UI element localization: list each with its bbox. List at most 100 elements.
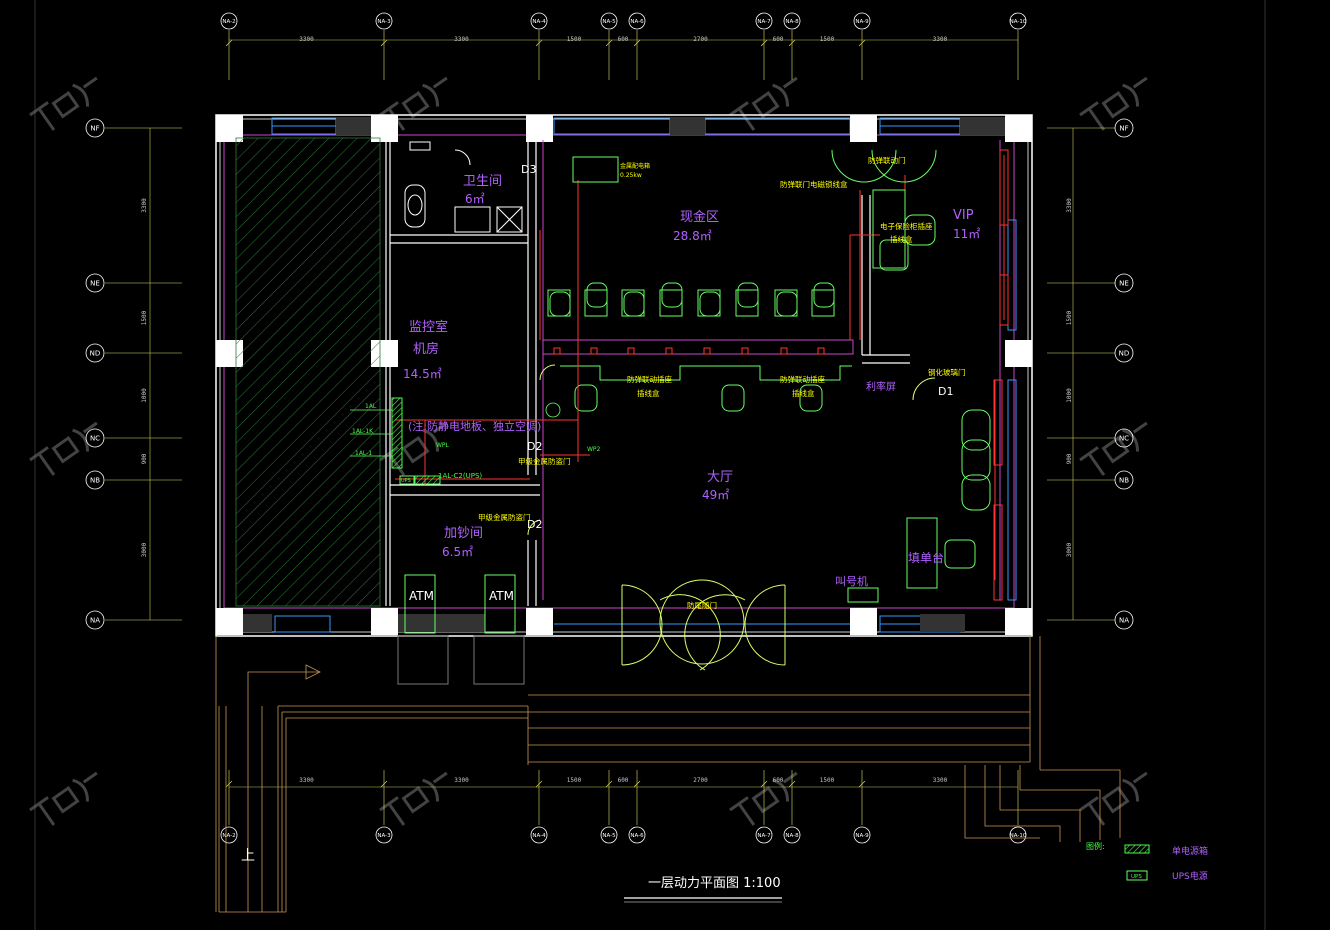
- axis-bottom-bubble-1: [375, 826, 393, 844]
- toilet-fixtures: [404, 141, 523, 233]
- outlet-2: [627, 347, 635, 355]
- dim-top-7: 3300: [933, 36, 948, 43]
- axis-top-bubble-8: [1009, 12, 1027, 30]
- dim-bottom-3: 600: [618, 777, 629, 784]
- axis-bottom-label-0: NA-2: [222, 833, 235, 839]
- axis-right-label-0: NF: [1119, 125, 1128, 133]
- columns: [216, 115, 1032, 635]
- axis-right-label-2: ND: [1119, 350, 1130, 358]
- axis-bottom-label-4: NA-6: [630, 833, 644, 839]
- grid-lines: [105, 30, 1115, 825]
- axis-bottom-label-5: NA-7: [757, 833, 771, 839]
- axis-bottom-label-8: NA-10: [1010, 833, 1027, 839]
- outlet-6: [780, 347, 788, 355]
- axis-top-label-2: NA-4: [532, 19, 546, 25]
- column-9: [371, 608, 398, 635]
- outlet-5: [741, 347, 749, 355]
- axis-right-bubble-2: [1114, 343, 1134, 363]
- axis-left-label-1: NE: [90, 280, 100, 288]
- axis-bottom-label-7: NA-9: [855, 833, 869, 839]
- teller-port2-label: 插线盒: [890, 234, 913, 244]
- dim-bottom-7: 3300: [933, 777, 948, 784]
- door-d1-label: D1: [938, 385, 953, 398]
- room-monitor-name: 监控室: [409, 319, 448, 335]
- room-cash-add-area: 6.5㎡: [442, 545, 473, 559]
- dim-bottom-0: 3300: [299, 777, 314, 784]
- security-door-label: 防尾随门: [687, 600, 717, 610]
- axis-top-bubble-7: [853, 12, 871, 30]
- axis-top-label-6: NA-8: [785, 19, 799, 25]
- window-hatch: [242, 117, 1005, 632]
- axis-left-label-5: NA: [90, 617, 100, 625]
- axis-top-bubble-6: [783, 12, 801, 30]
- axis-right-label-3: NC: [1119, 435, 1129, 443]
- fill-desk-label: 填单台: [908, 550, 944, 565]
- dim-right-2: 1000: [1066, 388, 1073, 403]
- atm1-label: ATM: [409, 589, 434, 603]
- circuit-wp2-label: WP2: [587, 446, 601, 453]
- axis-bottom-bubble-0: [220, 826, 238, 844]
- panel-box-label: 金属配电箱: [620, 162, 650, 170]
- axis-right-bubble-1: [1114, 273, 1134, 293]
- axis-left-label-2: ND: [90, 350, 101, 358]
- axis-bottom-label-1: NA-3: [377, 833, 391, 839]
- dim-bottom-tick-6: [788, 780, 796, 788]
- dim-left-0: 3300: [141, 198, 148, 213]
- teller-chair-1: [586, 282, 608, 308]
- legend-item-1-text: 单电源箱: [1172, 845, 1208, 857]
- column-3: [850, 115, 877, 142]
- vip-furniture: [831, 149, 991, 603]
- axis-right-bubble-4: [1114, 470, 1134, 490]
- outlet-4: [703, 347, 711, 355]
- exterior-walls: [215, 114, 1033, 637]
- circuit-3-label: 1AL-1: [355, 450, 372, 457]
- dim-top-6: 1500: [820, 36, 835, 43]
- axis-top-label-8: NA-10: [1010, 19, 1027, 25]
- axis-bottom-bubble-8: [1009, 826, 1027, 844]
- dim-right-3: 900: [1066, 453, 1073, 464]
- axis-top-bubble-0: [220, 12, 238, 30]
- room-cash-add-name: 加钞间: [444, 526, 483, 541]
- panel-box2-label: 0.25kw: [620, 172, 642, 179]
- room-vip-area: 11㎡: [953, 227, 980, 241]
- axis-left-bubble-1: [85, 273, 105, 293]
- room-toilet-area: 6㎡: [465, 192, 485, 206]
- circuit-leaders: [350, 409, 392, 457]
- axis-left-label-4: NB: [90, 477, 100, 485]
- electrical-boxes: [391, 149, 1009, 601]
- dim-right-0: 3300: [1066, 198, 1073, 213]
- hatched-zone: [235, 137, 381, 607]
- counter-window-0: [547, 289, 571, 317]
- axis-left-bubble-2: [85, 343, 105, 363]
- axis-top-bubble-5: [755, 12, 773, 30]
- floor-outlet-icon: [545, 402, 561, 418]
- axis-bottom-bubble-6: [783, 826, 801, 844]
- teller-chair-5: [737, 282, 759, 308]
- dim-bottom-tick-5: [760, 780, 768, 788]
- room-cash-name: 现金区: [680, 209, 719, 225]
- power-lines: [395, 155, 1005, 580]
- axis-top-bubble-1: [375, 12, 393, 30]
- dim-top-5: 600: [773, 36, 784, 43]
- dimension-lines: [149, 39, 1074, 788]
- dim-right-1: 1500: [1066, 310, 1073, 325]
- teller-chair-6: [776, 291, 798, 317]
- dim-top-tick-6: [788, 39, 796, 47]
- column-1: [371, 115, 398, 142]
- counter-port1-label: 防弹联动插座: [627, 374, 672, 384]
- axis-top-label-1: NA-3: [377, 19, 391, 25]
- axis-right-bubble-5: [1114, 610, 1134, 630]
- interlock-sensor-label: 防弹联门电磁锁线盒: [780, 179, 848, 189]
- dim-left-2: 1000: [141, 388, 148, 403]
- outlet-7: [817, 347, 825, 355]
- dim-top-3: 600: [618, 36, 629, 43]
- teller-chair-0: [549, 291, 571, 317]
- dim-top-tick-4: [633, 39, 641, 47]
- dim-left-3: 900: [141, 453, 148, 464]
- axis-left-bubble-3: [85, 428, 105, 448]
- customer-chair-1: [721, 384, 745, 412]
- door-d2a-label: D2: [527, 440, 542, 453]
